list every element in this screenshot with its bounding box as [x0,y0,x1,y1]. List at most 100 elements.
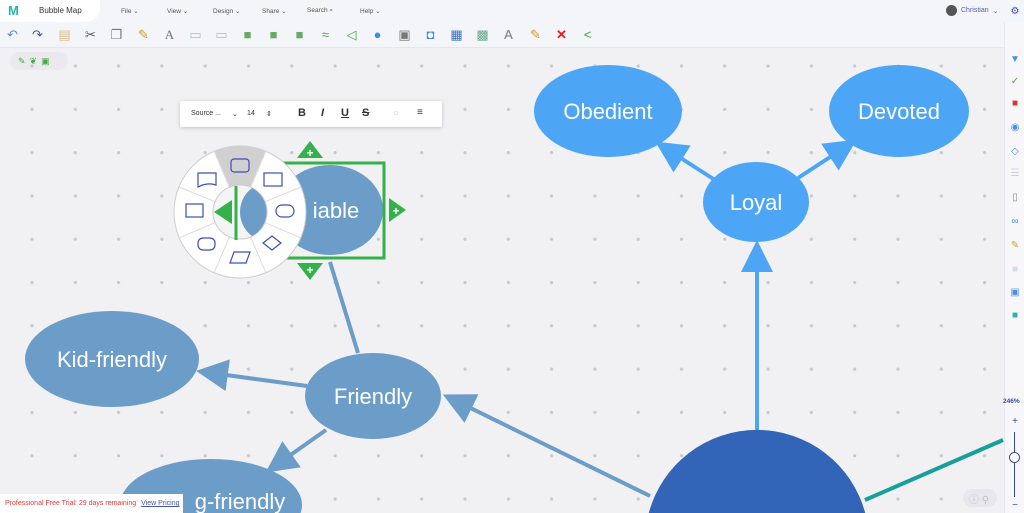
app-logo-icon[interactable]: M [8,3,19,18]
zoom-level: 246% [1003,398,1020,405]
settings-icon[interactable]: ⚙ [1010,6,1020,17]
format-icon[interactable]: ✎ [1010,240,1020,251]
edge [655,141,717,182]
node-loyal[interactable]: Loyal [703,162,809,242]
node-reliable-selected[interactable]: iable [277,165,383,255]
text-icon[interactable]: A [164,26,175,42]
info-location-buttons[interactable]: ⓘ ⚲ [963,489,997,507]
add-subtopic-icon[interactable]: ▭ [215,26,228,42]
toolbar: ↶ ↷ ▤ ✂ ❐ ✎ A ▭ ▭ ■ ■ ■ ≈ ◁ ● ▣ ◘ ▦ ▩ A … [0,22,1004,48]
delete-icon[interactable]: ✕ [556,26,567,42]
add-topic-icon[interactable]: ▭ [189,26,202,42]
fill-icon[interactable]: ▣ [398,26,411,42]
shape-panel-icon[interactable]: ■ [1011,264,1019,275]
template-icon[interactable]: ■ [1011,310,1019,321]
link-icon[interactable]: ∞ [1011,216,1019,227]
node-obedient[interactable]: Obedient [534,65,682,157]
format-painter-icon[interactable]: ✎ [138,26,149,42]
view-pricing-link[interactable]: View Pricing [141,500,180,507]
font-size-input[interactable]: 14 [247,110,255,117]
menu-design[interactable]: Design ⌄ [213,8,241,15]
underline-button[interactable]: U [341,107,349,119]
shape-rounded-rect [230,158,250,173]
note-icon[interactable]: ▯ [1012,192,1018,203]
add-callout-icon[interactable]: ■ [295,27,304,42]
shape-capsule [275,204,295,218]
node-devoted[interactable]: Devoted [829,65,969,157]
insert-image-icon[interactable]: ◘ [426,27,435,42]
right-panel: ⚙ ▼ ✓ ■ ◉ ◇ ☰ ▯ ∞ ✎ ■ ▣ ■ + − [1004,6,1024,513]
trial-banner: Professional Free Trial: 29 days remaini… [0,494,183,513]
mind-map-canvas[interactable]: Obedient Devoted Loyal Kid-friendly Frie… [0,48,1004,513]
zoom-out-button[interactable]: − [1012,500,1018,511]
shape-parallelogram [229,251,251,264]
chevron-down-icon[interactable]: ⌄ [232,111,238,118]
font-family-select[interactable]: Source ... [191,110,221,117]
layout-icon[interactable]: ▦ [450,26,463,42]
text-style-icon[interactable]: A [504,27,513,42]
copy-icon[interactable]: ❐ [110,26,123,42]
add-label-icon[interactable]: ◁ [346,26,357,42]
shape-icon[interactable]: ● [373,27,382,42]
shape-radial-menu[interactable] [173,145,307,279]
clipart-icon[interactable]: ◉ [1010,122,1020,133]
undo-icon[interactable]: ↶ [7,26,18,42]
filter-icon[interactable]: ▼ [1010,54,1020,65]
avatar [946,5,957,16]
menu-file[interactable]: File ⌄ [121,8,139,15]
background-icon[interactable]: ▩ [476,26,489,42]
node-friendly[interactable]: Friendly [305,353,441,439]
edge [328,261,360,354]
clear-format-icon[interactable]: ✎ [530,26,541,42]
shape-diamond [262,235,282,251]
menu-search[interactable]: Search ⌕ [307,7,334,14]
zoom-slider-handle[interactable] [1009,452,1020,463]
central-topic[interactable] [648,429,866,513]
add-topic-right-button[interactable]: + [389,198,406,222]
format-toolbar: Source ... ⌄ 14 ⇕ B I U S ○ ≡ [180,101,442,127]
outline-icon[interactable]: ☰ [1010,168,1020,179]
add-topic-bottom-button[interactable]: + [297,263,323,280]
bold-button[interactable]: B [298,107,306,119]
share-icon[interactable]: < [583,27,592,42]
align-center-icon[interactable]: ≡ [417,107,423,118]
edge [796,139,857,180]
svg-text:+: + [306,263,313,277]
document-title[interactable]: Bubble Map [39,6,82,15]
italic-button[interactable]: I [321,107,325,119]
shape-cylinder [197,237,216,251]
add-topic-top-button[interactable]: + [297,141,323,160]
font-size-stepper[interactable]: ⇕ [266,111,272,118]
trial-text: Professional Free Trial: 29 days remaini… [5,500,137,507]
tag-icon[interactable]: ◇ [1011,146,1019,157]
svg-text:+: + [392,204,399,218]
shape-process [185,203,204,218]
user-menu[interactable]: Christian ⌄ [946,5,999,16]
marker-icon[interactable]: ■ [1011,98,1019,109]
menu-share[interactable]: Share ⌄ [262,8,287,15]
redo-icon[interactable]: ↷ [32,26,43,42]
svg-text:+: + [306,146,313,160]
node-label: Devoted [858,99,940,124]
check-icon[interactable]: ✓ [1010,76,1020,87]
cut-icon[interactable]: ✂ [85,26,96,42]
zoom-in-button[interactable]: + [1012,416,1018,427]
edge [864,438,1004,502]
node-label: Loyal [730,190,783,215]
node-kid-friendly[interactable]: Kid-friendly [25,311,199,407]
add-note-icon[interactable]: ■ [269,27,278,42]
relationship-icon[interactable]: ≈ [321,27,330,42]
add-floating-topic-icon[interactable]: ■ [243,27,252,42]
menu-view[interactable]: View ⌄ [167,8,189,15]
paste-icon[interactable]: ▤ [58,26,71,42]
strikethrough-button[interactable]: S [362,107,370,119]
image-icon[interactable]: ▣ [1010,287,1020,298]
shape-rect [263,172,283,187]
node-label: Obedient [563,99,652,124]
menu-help[interactable]: Help ⌄ [360,8,381,15]
edge [196,359,308,392]
zoom-slider-track[interactable] [1014,432,1015,497]
title-bar: M Bubble Map File ⌄ View ⌄ Design ⌄ Shar… [0,0,1024,22]
node-label: Friendly [334,384,412,409]
text-color-icon[interactable]: ○ [393,108,400,119]
